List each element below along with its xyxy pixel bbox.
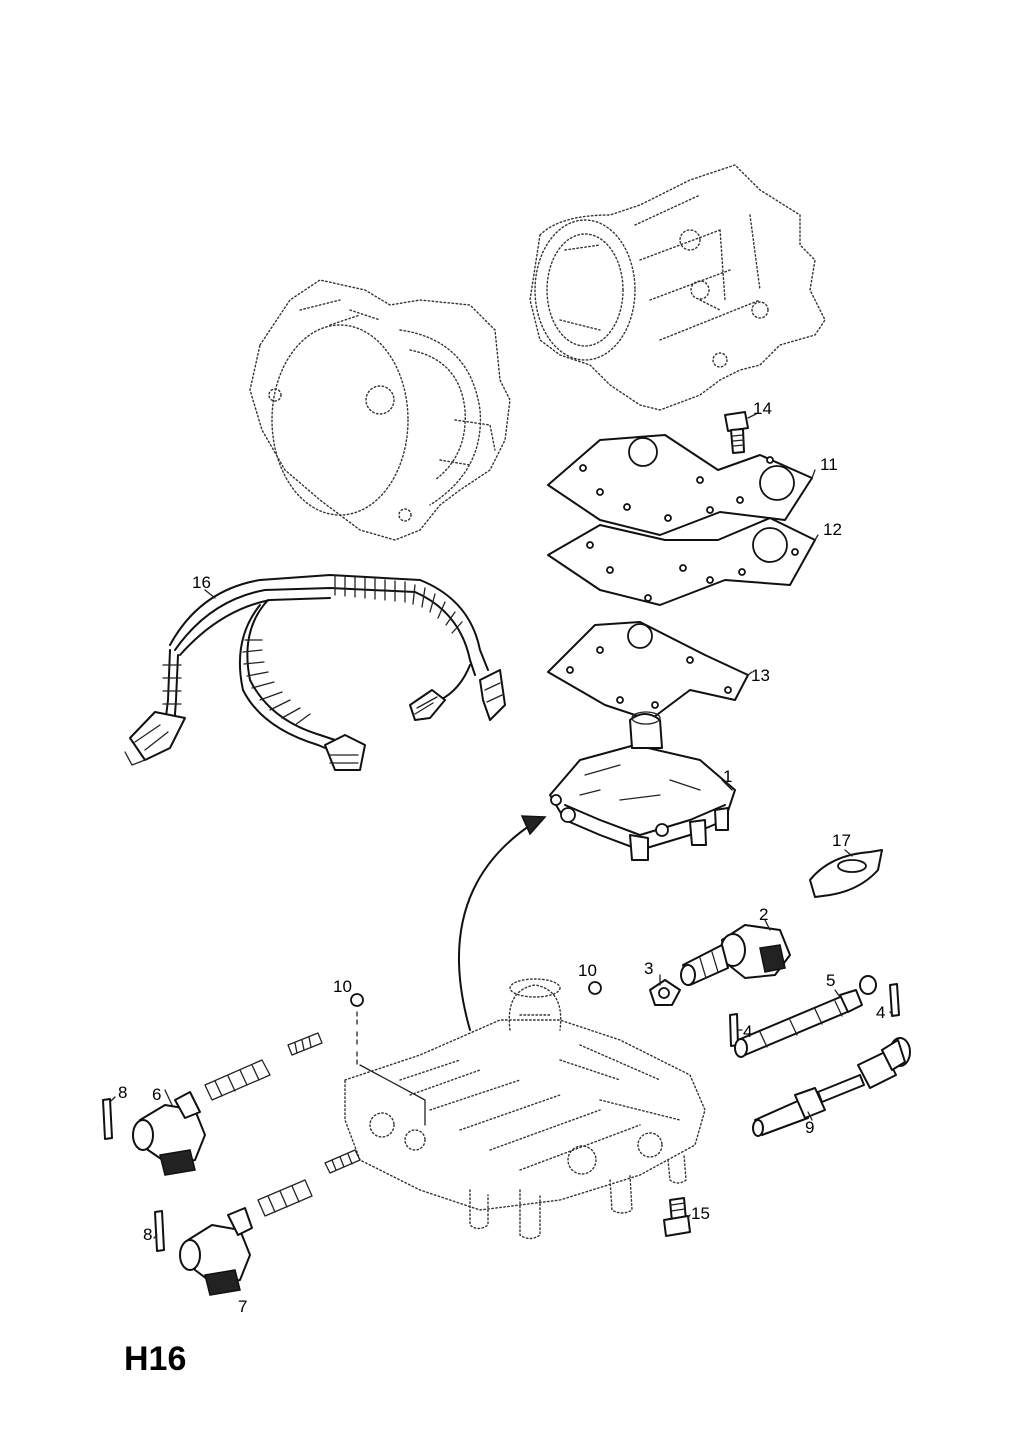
callout-3: 3 [644, 959, 653, 978]
callout-17: 17 [832, 831, 851, 850]
valve-body-cover-1 [549, 711, 736, 861]
transmission-housing-large [529, 164, 826, 411]
callout-6: 6 [152, 1085, 161, 1104]
callout-8-upper: 8 [118, 1083, 127, 1102]
callout-2: 2 [759, 905, 768, 924]
callout-4-right: 4 [876, 1003, 885, 1022]
solenoid-7 [179, 1207, 253, 1296]
callout-8-lower: 8 [143, 1225, 152, 1244]
check-ball-10-left [350, 993, 364, 1066]
callout-11: 11 [820, 455, 838, 474]
diagram-code: H16 [124, 1340, 186, 1378]
spring-lower-small [324, 1149, 361, 1174]
check-ball-10-right [588, 981, 602, 995]
gasket-12 [547, 517, 816, 606]
pin-8-lower [154, 1210, 165, 1252]
assembly-arrow [458, 815, 547, 1031]
bolt-14 [724, 411, 749, 454]
pin-4-right [889, 983, 900, 1017]
callout-12: 12 [823, 520, 842, 539]
spring-upper-large [204, 1059, 271, 1101]
callout-13: 13 [751, 666, 770, 685]
bell-housing [249, 279, 511, 541]
washer-3 [649, 979, 681, 1006]
solenoid-6 [132, 1091, 206, 1176]
callout-9: 9 [805, 1118, 814, 1137]
callout-10-right: 10 [578, 961, 597, 980]
callout-4-left: 4 [743, 1022, 752, 1041]
callout-15: 15 [691, 1204, 710, 1223]
leader-lines [109, 413, 894, 1291]
spring-lower-large [257, 1179, 313, 1217]
valve-9 [752, 1037, 911, 1137]
clip-17 [809, 849, 883, 898]
pin-8-upper [102, 1098, 113, 1140]
wiring-harness-16 [124, 574, 506, 771]
callout-10-left: 10 [333, 977, 352, 996]
bolt-15 [663, 1197, 691, 1237]
callout-1: 1 [723, 767, 732, 786]
gasket-13 [547, 621, 749, 721]
callout-16: 16 [192, 573, 211, 592]
solenoid-2 [680, 924, 791, 986]
valve-body [344, 978, 706, 1240]
callout-14: 14 [753, 399, 772, 418]
spring-upper-small [287, 1032, 323, 1056]
callout-7: 7 [238, 1297, 247, 1316]
gasket-11 [547, 434, 813, 536]
callout-5: 5 [826, 971, 835, 990]
valve-spool-5 [734, 975, 877, 1058]
